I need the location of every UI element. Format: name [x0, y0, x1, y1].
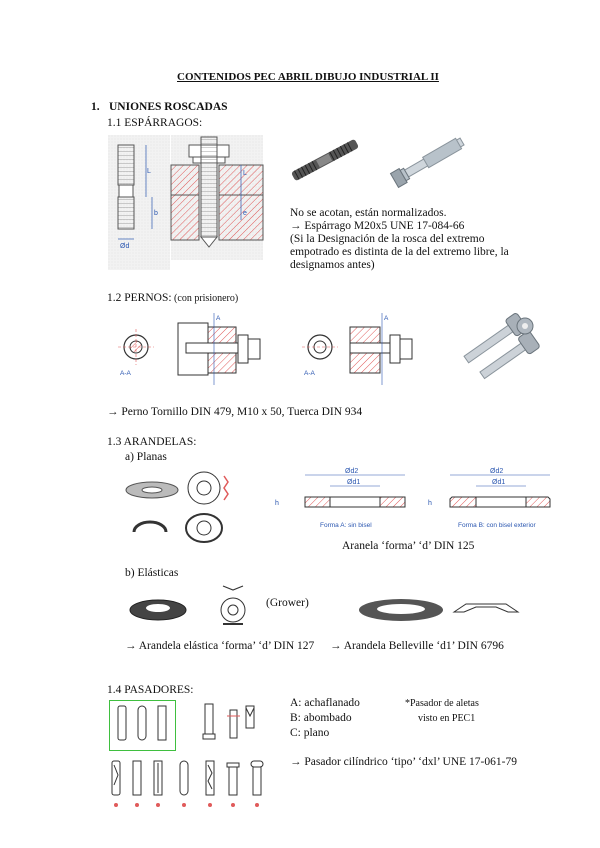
flat-washer-form-a: Ød2 Ød1 h Forma A: sin bisel	[270, 467, 410, 531]
stud-note-1: No se acotan, están normalizados.	[290, 207, 447, 219]
subsection-title-arandelas: 1.3 ARANDELAS:	[107, 436, 197, 448]
bolt-assembly-section-1: A	[177, 313, 268, 385]
flat-washer-photos	[122, 470, 242, 555]
subsection-title-pernos: 1.2 PERNOS: (con prisionero)	[107, 292, 238, 305]
flat-washer-designation: Aranela ‘forma’ ‘d’ DIN 125	[342, 540, 475, 552]
document-title: CONTENIDOS PEC ABRIL DIBUJO INDUSTRIAL I…	[177, 71, 439, 83]
elastic-washer-designation: → Arandela elástica ‘forma’ ‘d’ DIN 127	[125, 640, 315, 652]
cut-label-aa-2: A-A	[304, 370, 316, 377]
stud-drawing-front: L b Ød	[108, 135, 170, 270]
perno-designation: → Perno Tornillo DIN 479, M10 x 50, Tuer…	[107, 406, 363, 418]
anchor-bolt-photo	[385, 130, 475, 190]
sub-a-planas: a) Planas	[125, 451, 167, 463]
section-number: 1.	[91, 101, 100, 113]
pernos-title-main: 1.2 PERNOS:	[107, 292, 172, 304]
grower-label: (Grower)	[266, 597, 309, 609]
cut-label-a-top-2: A	[384, 315, 389, 322]
subsection-title-esparragos: 1.1 ESPÁRRAGOS:	[107, 117, 203, 129]
stud-note-4: empotrado es distinta de la del extremo …	[290, 246, 509, 258]
pin-designation: → Pasador cilíndrico ‘tipo’ ‘dxl’ UNE 17…	[290, 756, 517, 768]
cut-label-aa-1: A-A	[120, 370, 132, 377]
section-title: UNIONES ROSCADAS	[109, 101, 228, 113]
pin-drawings-bottom	[108, 757, 268, 811]
belleville-washer-drawings	[356, 596, 526, 624]
form-a-caption: Forma A: sin bisel	[320, 522, 372, 529]
sub-b-elasticas: b) Elásticas	[125, 567, 179, 579]
dim-e: e	[243, 210, 247, 217]
bolts-photo	[463, 312, 548, 392]
stud-note-2: → Espárrago M20x5 UNE 17-084-66	[290, 220, 465, 232]
pin-drawings-top	[112, 702, 272, 748]
form-a-d1: Ød1	[347, 479, 360, 486]
pernos-title-sub: (con prisionero)	[171, 293, 239, 304]
form-a-h: h	[275, 500, 279, 507]
pin-type-b: B: abombado	[290, 712, 352, 724]
form-b-h: h	[428, 500, 432, 507]
stud-drawing-assembly: L e	[170, 135, 264, 260]
form-b-d1: Ød1	[492, 479, 505, 486]
form-a-d2: Ød2	[345, 468, 358, 475]
form-b-d2: Ød2	[490, 468, 503, 475]
stud-photo	[285, 135, 365, 185]
bolt-section-aa-1: A-A	[118, 325, 158, 377]
belleville-designation: → Arandela Belleville ‘d1’ DIN 6796	[330, 640, 504, 652]
dim-l2: L	[243, 170, 247, 177]
dim-b: b	[154, 210, 158, 217]
dim-l: L	[147, 168, 151, 175]
dim-d: Ød	[120, 243, 129, 250]
bolt-section-aa-2: A-A	[302, 325, 342, 377]
cut-label-a-top-1: A	[216, 315, 221, 322]
stud-note-5: designamos antes)	[290, 259, 375, 271]
form-b-caption: Forma B: con bisel exterior	[458, 522, 537, 529]
subsection-title-pasadores: 1.4 PASADORES:	[107, 684, 194, 696]
pin-note-1: *Pasador de aletas	[405, 698, 479, 709]
pin-type-c: C: plano	[290, 727, 330, 739]
pin-note-2: visto en PEC1	[418, 713, 476, 724]
spring-washer-drawings	[128, 580, 268, 630]
pin-types-highlight	[109, 700, 176, 751]
pin-type-a: A: achaflanado	[290, 697, 360, 709]
bolt-assembly-section-2: A	[349, 313, 430, 385]
stud-note-3: (Si la Designación de la rosca del extre…	[290, 233, 485, 245]
flat-washer-form-b: Ød2 Ød1 h Forma B: con bisel exterior	[428, 467, 568, 531]
